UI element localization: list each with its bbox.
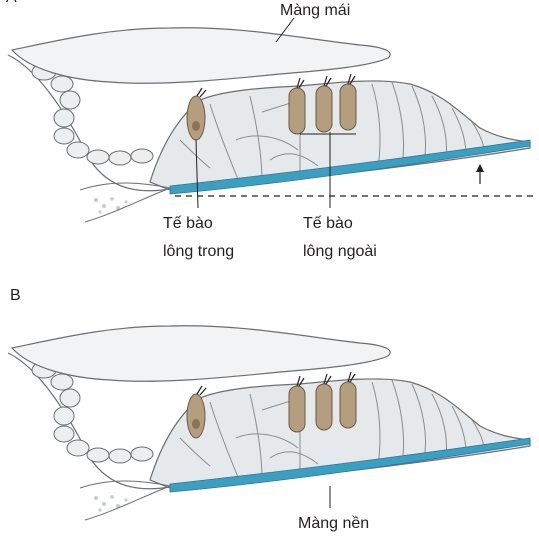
panel-a-letter: A — [6, 0, 17, 8]
inner-hair-leader — [195, 139, 199, 209]
inner-hair-cell-label-line1: Tế bào — [163, 215, 213, 232]
basilar-membrane-label: Màng nền — [298, 515, 370, 532]
tectorial-membrane-label: Màng mái — [280, 2, 351, 19]
outer-hair-cell-label-line1: Tế bào — [303, 215, 353, 232]
inner-hair-cell-label-line2: lông trong — [163, 243, 235, 260]
displacement-arrow — [476, 164, 484, 184]
panel-b — [7, 325, 531, 521]
panel-b-letter: B — [10, 287, 21, 304]
tectorial-leader — [275, 17, 295, 43]
outer-hair-cell-label-line2: lông ngoài — [303, 243, 377, 260]
panel-a — [7, 17, 535, 223]
